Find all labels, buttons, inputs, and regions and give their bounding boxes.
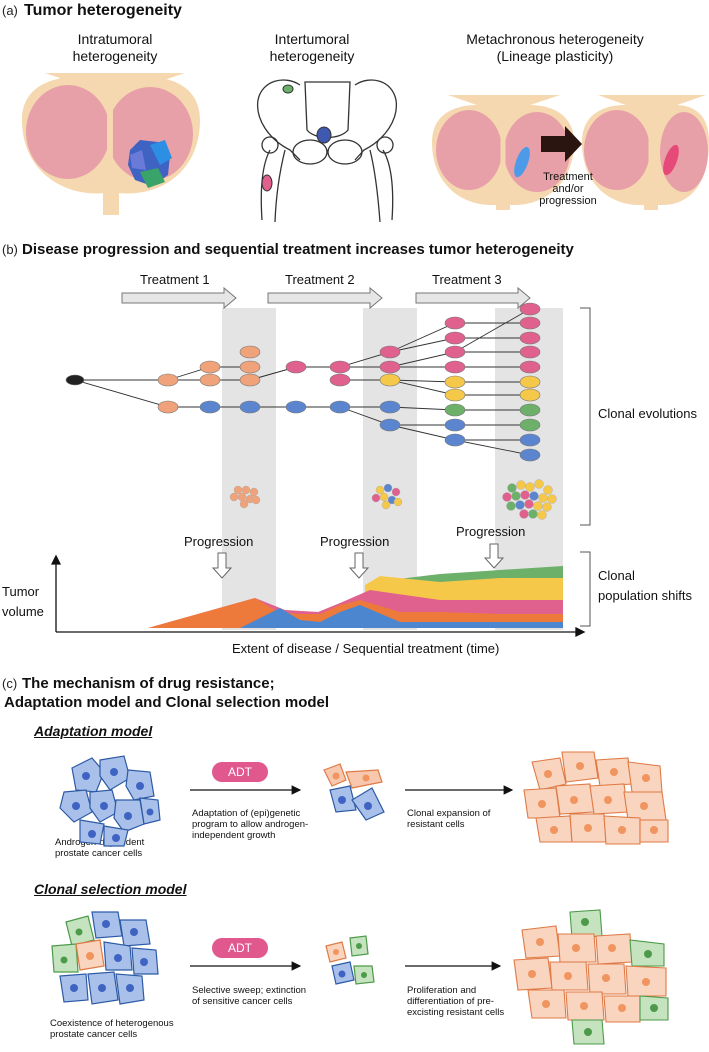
- metastasis-pink: [261, 174, 273, 192]
- panel-c-tag: (c): [2, 676, 18, 691]
- clonal-evolutions-label: Clonal evolutions: [598, 406, 698, 421]
- prostate-before: [432, 95, 574, 210]
- panel-c-title-1: The mechanism of drug resistance;: [22, 675, 275, 692]
- adaptation-step2-label: Clonal expansion of resistant cells: [407, 808, 491, 830]
- metachronous-label: Metachronous heterogeneity(Lineage plast…: [466, 31, 644, 64]
- cell-clusters: [229, 479, 557, 520]
- adaptation-step1-label: Adaptation of (epi)genetic program to al…: [192, 808, 309, 841]
- clonal-selection-model-title: Clonal selection model: [34, 881, 187, 897]
- panel-b-title: Disease progression and sequential treat…: [22, 241, 574, 258]
- clonal-cells: [65, 302, 541, 462]
- metastasis-green: [282, 84, 294, 94]
- tumor-volume-areas: [148, 566, 563, 628]
- adapting-cells: [323, 763, 385, 821]
- panel-b-tag: (b): [2, 242, 18, 257]
- treatment-arrows: [121, 286, 531, 310]
- progression-label-3: Progression: [456, 524, 526, 539]
- surviving-cells: [325, 935, 375, 985]
- resistant-cells-expanded: [523, 751, 669, 845]
- progression-arrows: [211, 543, 505, 579]
- selection-start-label: Coexistence of heterogenous prostate can…: [50, 1018, 174, 1040]
- progression-label-2: Progression: [320, 534, 390, 549]
- adt-badge-adaptation: ADT: [212, 762, 268, 782]
- axes: [50, 554, 586, 638]
- mixed-nuclei: [528, 918, 658, 1036]
- heterogenous-cells: [51, 911, 159, 1005]
- orange-nuclei: [538, 762, 658, 834]
- treatment-2-label: Treatment 2: [285, 272, 355, 287]
- panel-a-title: Tumor heterogeneity: [24, 2, 182, 19]
- panel-c-title-2: Adaptation model and Clonal selection mo…: [4, 694, 330, 711]
- adaptation-model-title: Adaptation model: [34, 723, 153, 739]
- treatment-1-label: Treatment 1: [140, 272, 210, 287]
- resistant-cells-proliferated: [513, 909, 669, 1045]
- prostate-after: [582, 95, 709, 210]
- progression-label-1: Progression: [184, 534, 254, 549]
- x-axis-label: Extent of disease / Sequential treatment…: [232, 641, 500, 656]
- selection-step1-label: Selective sweep; extinction of sensitive…: [192, 985, 307, 1007]
- panel-a-tag: (a): [2, 3, 18, 18]
- prostate-intratumoral: [22, 73, 200, 215]
- blue-nuclei: [72, 768, 154, 842]
- process-arrows: [190, 785, 514, 971]
- selection-step2-label: Proliferation and differentiation of pre…: [407, 985, 505, 1018]
- androgen-dependent-cells: [59, 755, 161, 847]
- adt-badge-selection: ADT: [212, 938, 268, 958]
- tumor-blue: [316, 126, 332, 144]
- treatment-3-label: Treatment 3: [432, 272, 502, 287]
- pelvis-skeleton: [256, 79, 398, 223]
- treatment-arrow: [541, 126, 582, 162]
